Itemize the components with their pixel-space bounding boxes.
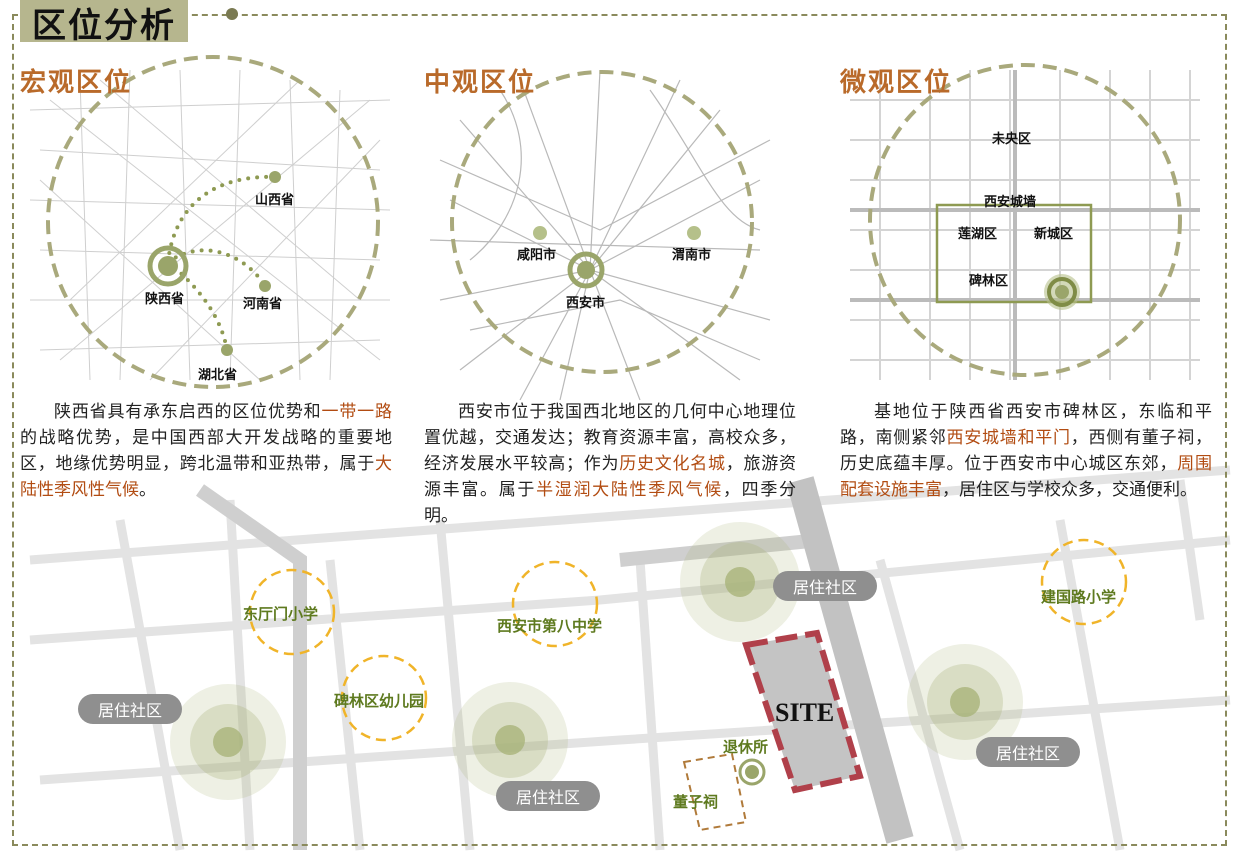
label-shaanxi: 陕西省 xyxy=(145,292,185,307)
residential-badge-4: 居住社区 xyxy=(976,737,1081,767)
title-dot xyxy=(226,8,238,20)
micro-map xyxy=(850,63,1200,380)
macro-map xyxy=(29,55,391,389)
school-rings xyxy=(248,538,1128,742)
residential-badge-3: 居住社区 xyxy=(496,781,601,811)
site-map-roads xyxy=(29,465,1231,852)
site-label: SITE xyxy=(775,698,835,727)
label-beilin: 碑林区 xyxy=(969,274,1009,289)
label-xianyang: 咸阳市 xyxy=(517,248,557,263)
label-shanxi: 山西省 xyxy=(255,193,295,208)
meso-map xyxy=(429,69,771,401)
heping-road xyxy=(786,476,914,844)
residential-badge-2: 居住社区 xyxy=(78,694,183,724)
school-xian-no8: 西安市第八中学 xyxy=(497,617,603,635)
dongzici-label: 董子祠 xyxy=(673,793,719,811)
label-weiyang: 未央区 xyxy=(992,132,1032,147)
residential-halos xyxy=(170,522,1023,800)
title-box xyxy=(20,0,188,42)
meso-title: 中观区位 xyxy=(424,68,537,98)
label-xian: 西安市 xyxy=(566,296,606,311)
residential-badge-1: 居住社区 xyxy=(773,571,878,601)
macro-paragraph: 陕西省具有承东启西的区位优势和一带一路的战略优势，是中国西部大开发战略的重要地区… xyxy=(20,402,392,500)
macro-title: 宏观区位 xyxy=(20,68,133,98)
site-map-main-roads xyxy=(195,484,821,850)
site-parcel xyxy=(742,629,864,794)
label-xincheng: 新城区 xyxy=(1034,227,1074,242)
meso-paragraph: 西安市位于我国西北地区的几何中心地理位置优越，交通发达；教育资源丰富，高校众多，… xyxy=(424,402,797,526)
micro-title: 微观区位 xyxy=(840,68,953,98)
label-henan: 河南省 xyxy=(243,297,283,312)
school-dongtingmen: 东厅门小学 xyxy=(243,605,319,623)
retirement-marker xyxy=(738,758,766,786)
label-citywall: 西安城墙 xyxy=(984,195,1037,210)
label-lianhu: 莲湖区 xyxy=(958,227,998,242)
page-title: 区位分析 xyxy=(32,6,176,46)
school-jianguolu: 建国路小学 xyxy=(1041,588,1117,606)
school-beilin-kindergarten: 碑林区幼儿园 xyxy=(334,692,425,710)
micro-paragraph: 基地位于陕西省西安市碑林区，东临和平路，南侧紧邻西安城墙和平门，西侧有董子祠，历… xyxy=(840,402,1212,500)
retirement-label: 退休所 xyxy=(723,738,769,756)
label-hubei: 湖北省 xyxy=(198,368,238,383)
label-weinan: 渭南市 xyxy=(672,248,712,263)
outer-frame xyxy=(12,14,1227,846)
